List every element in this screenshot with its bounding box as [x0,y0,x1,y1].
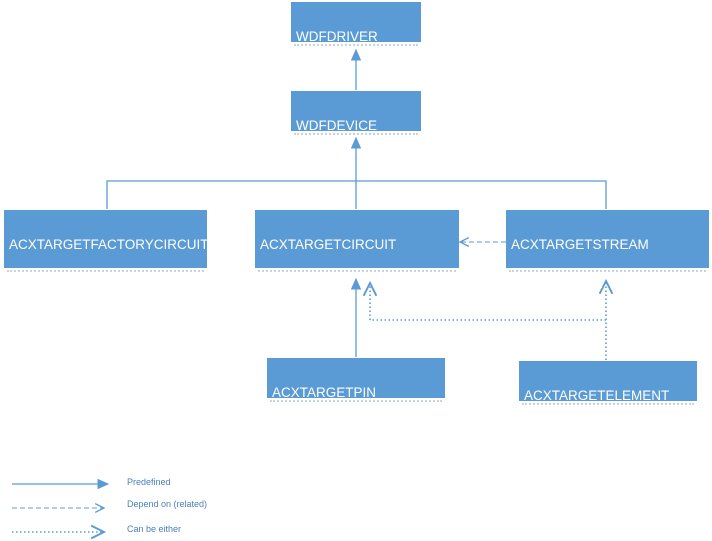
edge-element-to-circuit [370,283,607,360]
box-acxtargetstream: ACXTARGETSTREAM [WDFTARGET] [506,210,709,288]
box-stream-label: ACXTARGETSTREAM [511,237,649,252]
legend-label-depend: Depend on (related) [127,499,208,509]
box-acxtargetelement: ACXTARGETELEMENT [519,361,697,405]
box-wdfdevice: WDFDEVICE [291,91,421,135]
box-acxtargetcircuit: ACXTARGETCIRCUIT [WDFTARGET] [255,210,459,288]
box-circuit-sublabel: [WDFTARGET] [260,273,352,288]
box-acxtargetpin: ACXTARGETPIN [267,358,445,402]
box-factory-label: ACXTARGETFACTORYCIRCUIT [9,237,209,252]
box-circuit-label: ACXTARGETCIRCUIT [260,237,397,252]
box-element-label: ACXTARGETELEMENT [524,388,670,403]
box-factory-sublabel: [WDFTARGET] [9,273,101,288]
box-stream-sublabel: [WDFTARGET] [511,273,603,288]
legend-label-either: Can be either [127,524,182,534]
box-wdfdriver-label: WDFDRIVER [296,29,378,44]
box-acxtargetfactorycircuit: ACXTARGETFACTORYCIRCUIT [WDFTARGET] [4,210,209,288]
box-pin-label: ACXTARGETPIN [272,385,377,400]
box-wdfdriver: WDFDRIVER [291,2,421,46]
legend-label-predefined: Predefined [127,477,171,487]
box-wdfdevice-label: WDFDEVICE [296,118,377,133]
